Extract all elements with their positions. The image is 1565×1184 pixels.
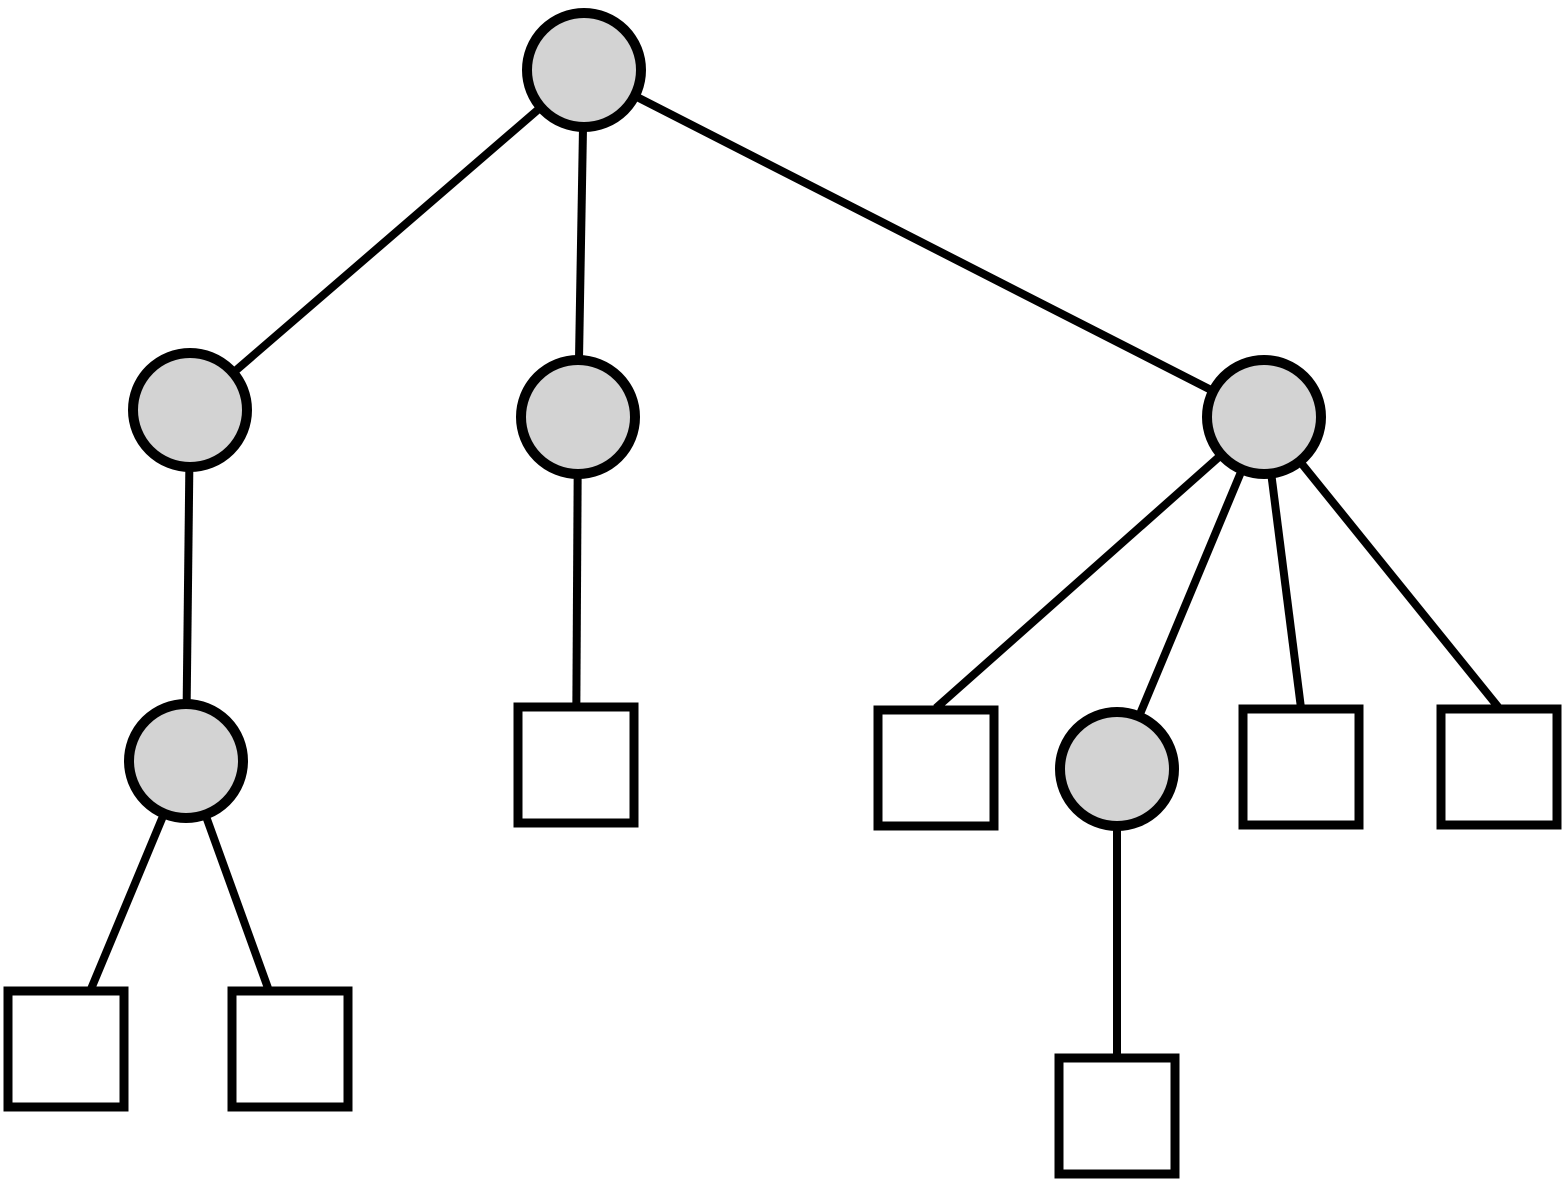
tree-node-circle-left-grandchild [124,699,248,823]
tree-node-square-leaf-1 [3,986,129,1112]
tree-edge-root-child-left [187,66,587,414]
tree-node-square-leaf-2 [227,986,353,1112]
tree-node-square-leaf-3 [513,702,639,828]
tree-edge-root-child-right [582,66,1266,421]
tree-node-circle-right-circle-child [1055,707,1179,831]
tree-node-square-leaf-7 [1054,1053,1180,1179]
tree-node-square-leaf-4 [873,705,999,831]
tree-node-square-leaf-5 [1238,704,1364,830]
tree-edge-child-right-leaf-6 [1260,414,1503,711]
tree-edge-child-right-leaf-4 [933,414,1267,711]
tree-node-circle-child-left [128,348,252,472]
tree-node-square-leaf-6 [1436,704,1562,830]
tree-edge-child-right-right-circle-child [1113,415,1268,771]
tree-node-circle-child-right [1202,355,1326,479]
tree-node-circle-child-middle [516,355,640,479]
tree-node-circle-root [522,8,646,132]
